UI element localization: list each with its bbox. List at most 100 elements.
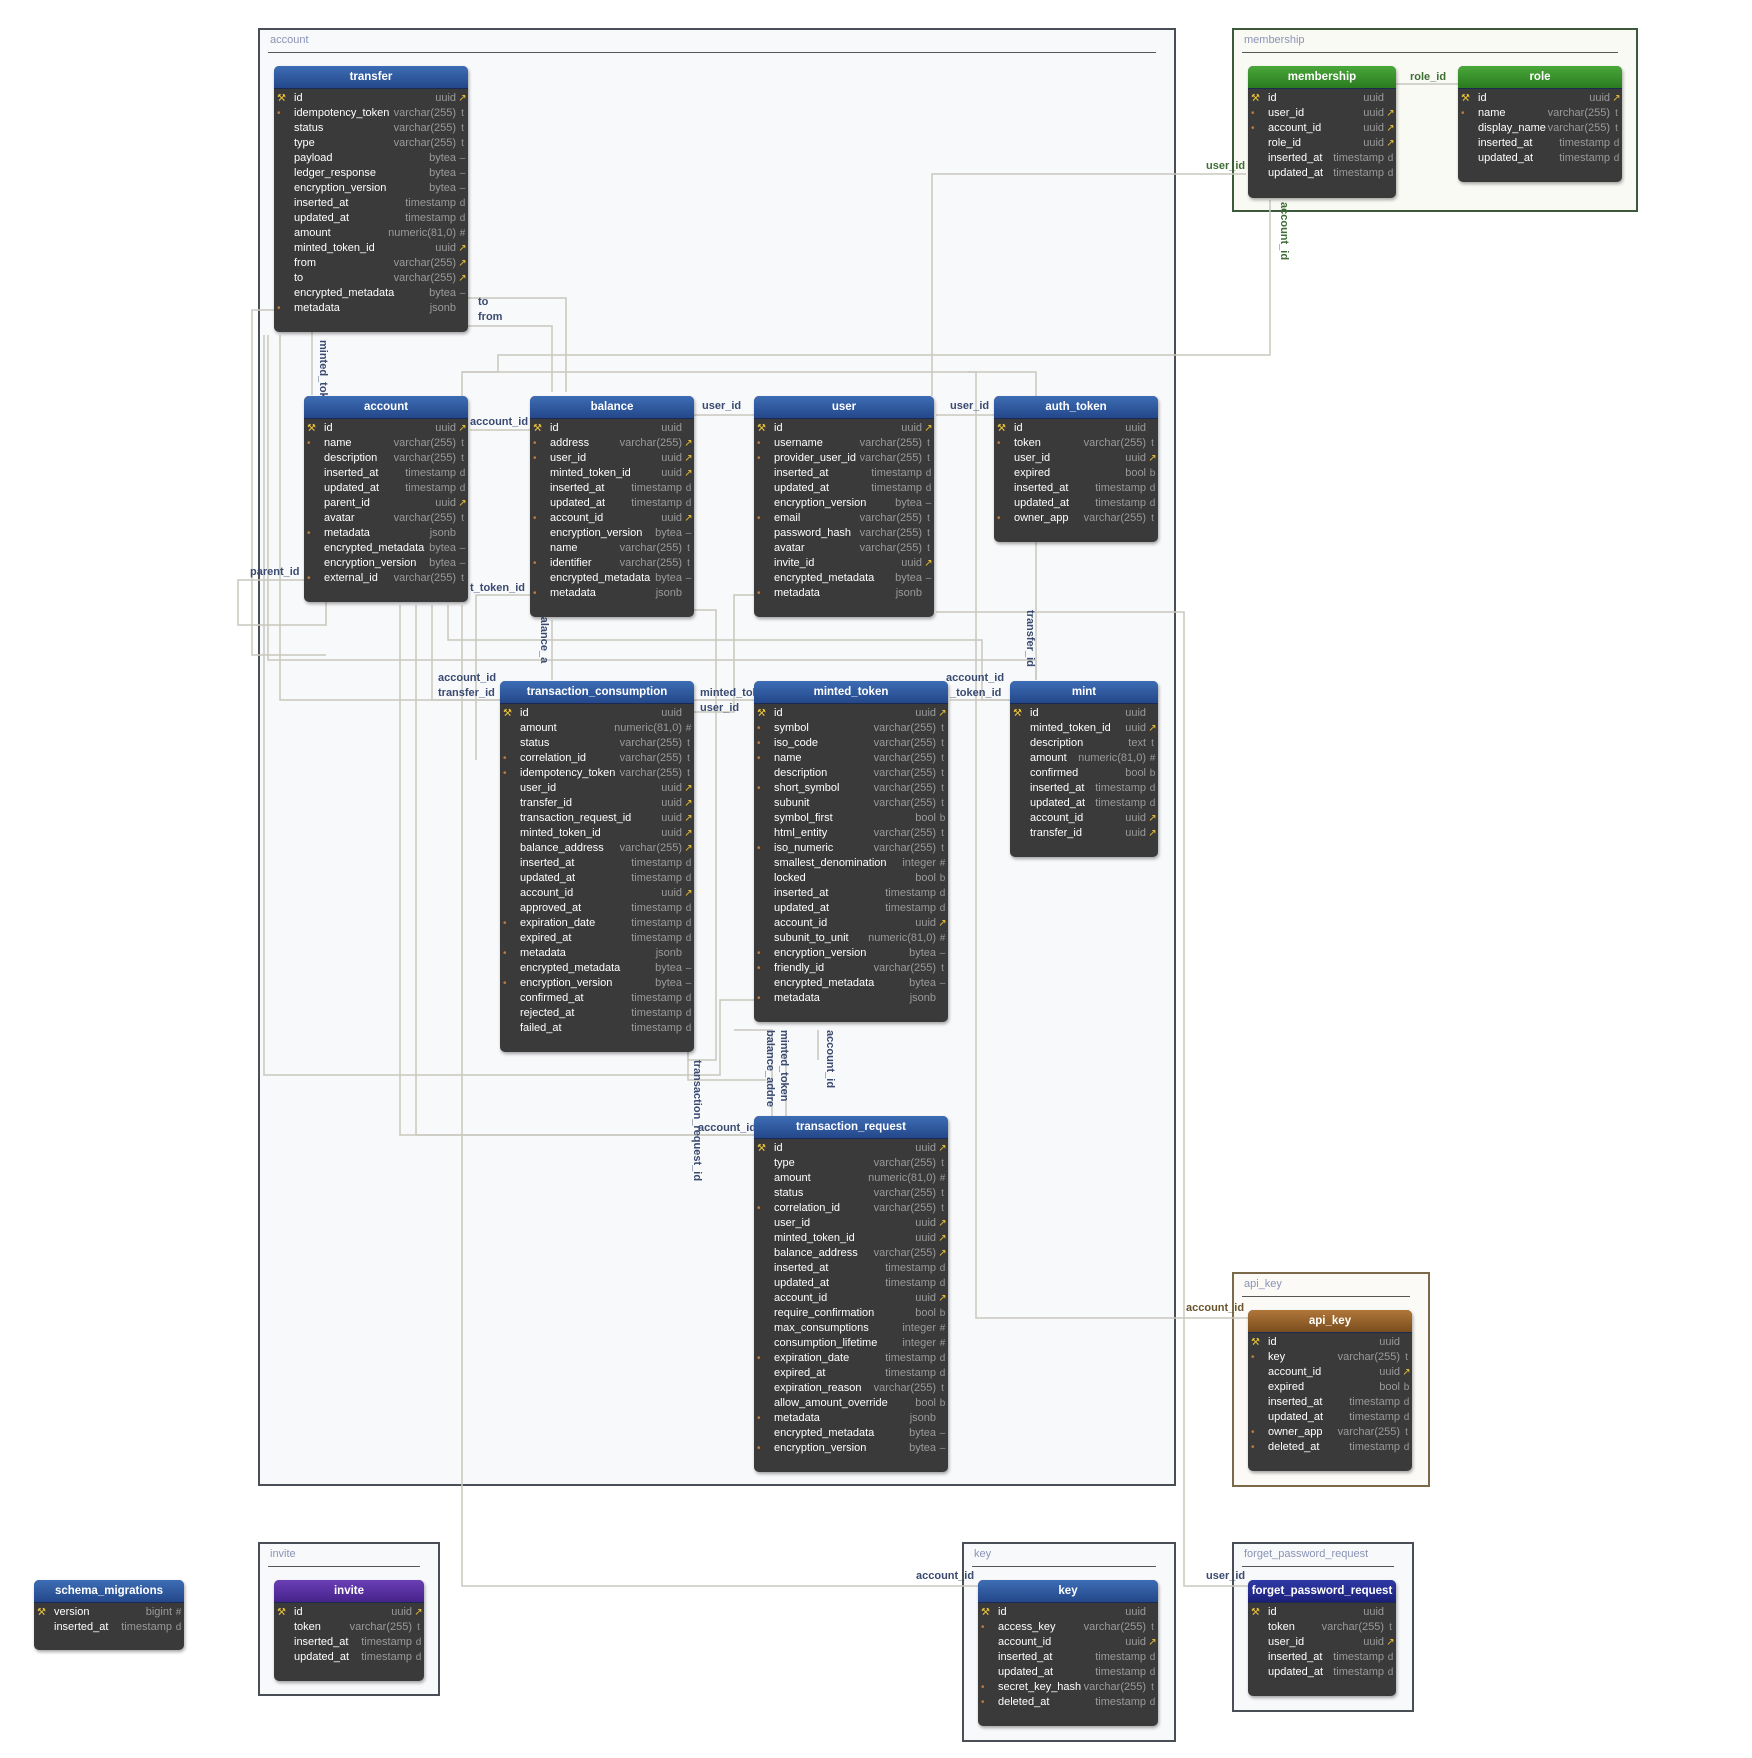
column-row[interactable]: •expiration_datetimestampd: [754, 1351, 948, 1366]
column-row[interactable]: •user_iduuid↗: [530, 451, 694, 466]
column-row[interactable]: encryption_versionbytea–: [304, 556, 468, 571]
column-row[interactable]: •idempotency_tokenvarchar(255)t: [500, 766, 694, 781]
column-row[interactable]: inserted_attimestampd: [754, 466, 934, 481]
column-row[interactable]: •keyvarchar(255)t: [1248, 1350, 1412, 1365]
column-row[interactable]: inserted_attimestampd: [530, 481, 694, 496]
column-row[interactable]: expired_attimestampd: [754, 1366, 948, 1381]
table-auth-token[interactable]: auth_token⚒iduuid•tokenvarchar(255)tuser…: [994, 396, 1158, 542]
column-row[interactable]: updated_attimestampd: [274, 211, 468, 226]
column-row[interactable]: max_consumptionsinteger#: [754, 1321, 948, 1336]
column-row[interactable]: user_iduuid↗: [1248, 1635, 1396, 1650]
column-row[interactable]: minted_token_iduuid↗: [754, 1231, 948, 1246]
column-row[interactable]: •symbolvarchar(255)t: [754, 721, 948, 736]
column-row[interactable]: •secret_key_hashvarchar(255)t: [978, 1680, 1158, 1695]
column-row[interactable]: •owner_appvarchar(255)t: [1248, 1425, 1412, 1440]
column-row[interactable]: •correlation_idvarchar(255)t: [500, 751, 694, 766]
column-row[interactable]: updated_attimestampd: [1010, 796, 1158, 811]
column-row[interactable]: consumption_lifetimeinteger#: [754, 1336, 948, 1351]
column-row[interactable]: inserted_attimestampd: [34, 1620, 184, 1635]
column-row[interactable]: amountnumeric(81,0)#: [500, 721, 694, 736]
column-row[interactable]: minted_token_iduuid↗: [274, 241, 468, 256]
column-row[interactable]: updated_attimestampd: [978, 1665, 1158, 1680]
column-row[interactable]: lockedboolb: [754, 871, 948, 886]
column-row[interactable]: ⚒iduuid↗: [304, 421, 468, 436]
column-row[interactable]: •deleted_attimestampd: [1248, 1440, 1412, 1455]
column-row[interactable]: statusvarchar(255)t: [754, 1186, 948, 1201]
column-row[interactable]: inserted_attimestampd: [1458, 136, 1622, 151]
column-row[interactable]: •metadatajsonb: [754, 1411, 948, 1426]
column-row[interactable]: parent_iduuid↗: [304, 496, 468, 511]
column-row[interactable]: inserted_attimestampd: [274, 196, 468, 211]
column-row[interactable]: transaction_request_iduuid↗: [500, 811, 694, 826]
column-row[interactable]: •namevarchar(255)t: [1458, 106, 1622, 121]
column-row[interactable]: transfer_iduuid↗: [1010, 826, 1158, 841]
column-row[interactable]: •encryption_versionbytea–: [500, 976, 694, 991]
column-row[interactable]: confirmedboolb: [1010, 766, 1158, 781]
column-row[interactable]: encrypted_metadatabytea–: [754, 571, 934, 586]
column-row[interactable]: user_iduuid↗: [500, 781, 694, 796]
column-row[interactable]: avatarvarchar(255)t: [304, 511, 468, 526]
column-row[interactable]: user_iduuid↗: [754, 1216, 948, 1231]
column-row[interactable]: inserted_attimestampd: [978, 1650, 1158, 1665]
column-row[interactable]: inserted_attimestampd: [274, 1635, 424, 1650]
column-row[interactable]: encrypted_metadatabytea–: [500, 961, 694, 976]
column-row[interactable]: payloadbytea–: [274, 151, 468, 166]
table-user[interactable]: user⚒iduuid↗•usernamevarchar(255)t•provi…: [754, 396, 934, 617]
column-row[interactable]: account_iduuid↗: [500, 886, 694, 901]
column-row[interactable]: amountnumeric(81,0)#: [274, 226, 468, 241]
column-row[interactable]: •owner_appvarchar(255)t: [994, 511, 1158, 526]
column-row[interactable]: updated_attimestampd: [1458, 151, 1622, 166]
column-row[interactable]: ⚒iduuid: [978, 1605, 1158, 1620]
column-row[interactable]: amountnumeric(81,0)#: [754, 1171, 948, 1186]
table-transaction-request[interactable]: transaction_request⚒iduuid↗typevarchar(2…: [754, 1116, 948, 1472]
column-row[interactable]: ⚒iduuid↗: [754, 706, 948, 721]
column-row[interactable]: ⚒versionbigint#: [34, 1605, 184, 1620]
column-row[interactable]: updated_attimestampd: [1248, 1410, 1412, 1425]
column-row[interactable]: balance_addressvarchar(255)↗: [754, 1246, 948, 1261]
column-row[interactable]: encryption_versionbytea–: [274, 181, 468, 196]
column-row[interactable]: updated_attimestampd: [1248, 1665, 1396, 1680]
column-row[interactable]: amountnumeric(81,0)#: [1010, 751, 1158, 766]
column-row[interactable]: encrypted_metadatabytea–: [274, 286, 468, 301]
column-row[interactable]: avatarvarchar(255)t: [754, 541, 934, 556]
column-row[interactable]: •emailvarchar(255)t: [754, 511, 934, 526]
column-row[interactable]: ⚒iduuid↗: [1458, 91, 1622, 106]
column-row[interactable]: typevarchar(255)t: [754, 1156, 948, 1171]
column-row[interactable]: •metadatajsonb: [274, 301, 468, 316]
column-row[interactable]: statusvarchar(255)t: [500, 736, 694, 751]
column-row[interactable]: inserted_attimestampd: [754, 886, 948, 901]
column-row[interactable]: expired_attimestampd: [500, 931, 694, 946]
column-row[interactable]: •account_iduuid↗: [1248, 121, 1396, 136]
column-row[interactable]: confirmed_attimestampd: [500, 991, 694, 1006]
column-row[interactable]: transfer_iduuid↗: [500, 796, 694, 811]
column-row[interactable]: ⚒iduuid: [1010, 706, 1158, 721]
column-row[interactable]: user_iduuid↗: [994, 451, 1158, 466]
column-row[interactable]: subunit_to_unitnumeric(81,0)#: [754, 931, 948, 946]
column-row[interactable]: invite_iduuid↗: [754, 556, 934, 571]
column-row[interactable]: account_iduuid↗: [754, 916, 948, 931]
column-row[interactable]: display_namevarchar(255)t: [1458, 121, 1622, 136]
column-row[interactable]: updated_attimestampd: [754, 481, 934, 496]
column-row[interactable]: •deleted_attimestampd: [978, 1695, 1158, 1710]
column-row[interactable]: •metadatajsonb: [304, 526, 468, 541]
column-row[interactable]: expiration_reasonvarchar(255)t: [754, 1381, 948, 1396]
table-balance[interactable]: balance⚒iduuid•addressvarchar(255)↗•user…: [530, 396, 694, 617]
column-row[interactable]: updated_attimestampd: [754, 1276, 948, 1291]
column-row[interactable]: •metadatajsonb: [530, 586, 694, 601]
column-row[interactable]: encrypted_metadatabytea–: [304, 541, 468, 556]
column-row[interactable]: ⚒iduuid: [1248, 91, 1396, 106]
column-row[interactable]: •encryption_versionbytea–: [754, 946, 948, 961]
table-role[interactable]: role⚒iduuid↗•namevarchar(255)tdisplay_na…: [1458, 66, 1622, 182]
column-row[interactable]: inserted_attimestampd: [1010, 781, 1158, 796]
column-row[interactable]: ⚒iduuid↗: [754, 421, 934, 436]
column-row[interactable]: •account_iduuid↗: [530, 511, 694, 526]
column-row[interactable]: typevarchar(255)t: [274, 136, 468, 151]
column-row[interactable]: failed_attimestampd: [500, 1021, 694, 1036]
column-row[interactable]: statusvarchar(255)t: [274, 121, 468, 136]
column-row[interactable]: namevarchar(255)t: [530, 541, 694, 556]
table-transaction-consumption[interactable]: transaction_consumption⚒iduuidamountnume…: [500, 681, 694, 1052]
column-row[interactable]: encrypted_metadatabytea–: [754, 1426, 948, 1441]
column-row[interactable]: descriptionvarchar(255)t: [754, 766, 948, 781]
column-row[interactable]: •namevarchar(255)t: [304, 436, 468, 451]
column-row[interactable]: descriptiontextt: [1010, 736, 1158, 751]
